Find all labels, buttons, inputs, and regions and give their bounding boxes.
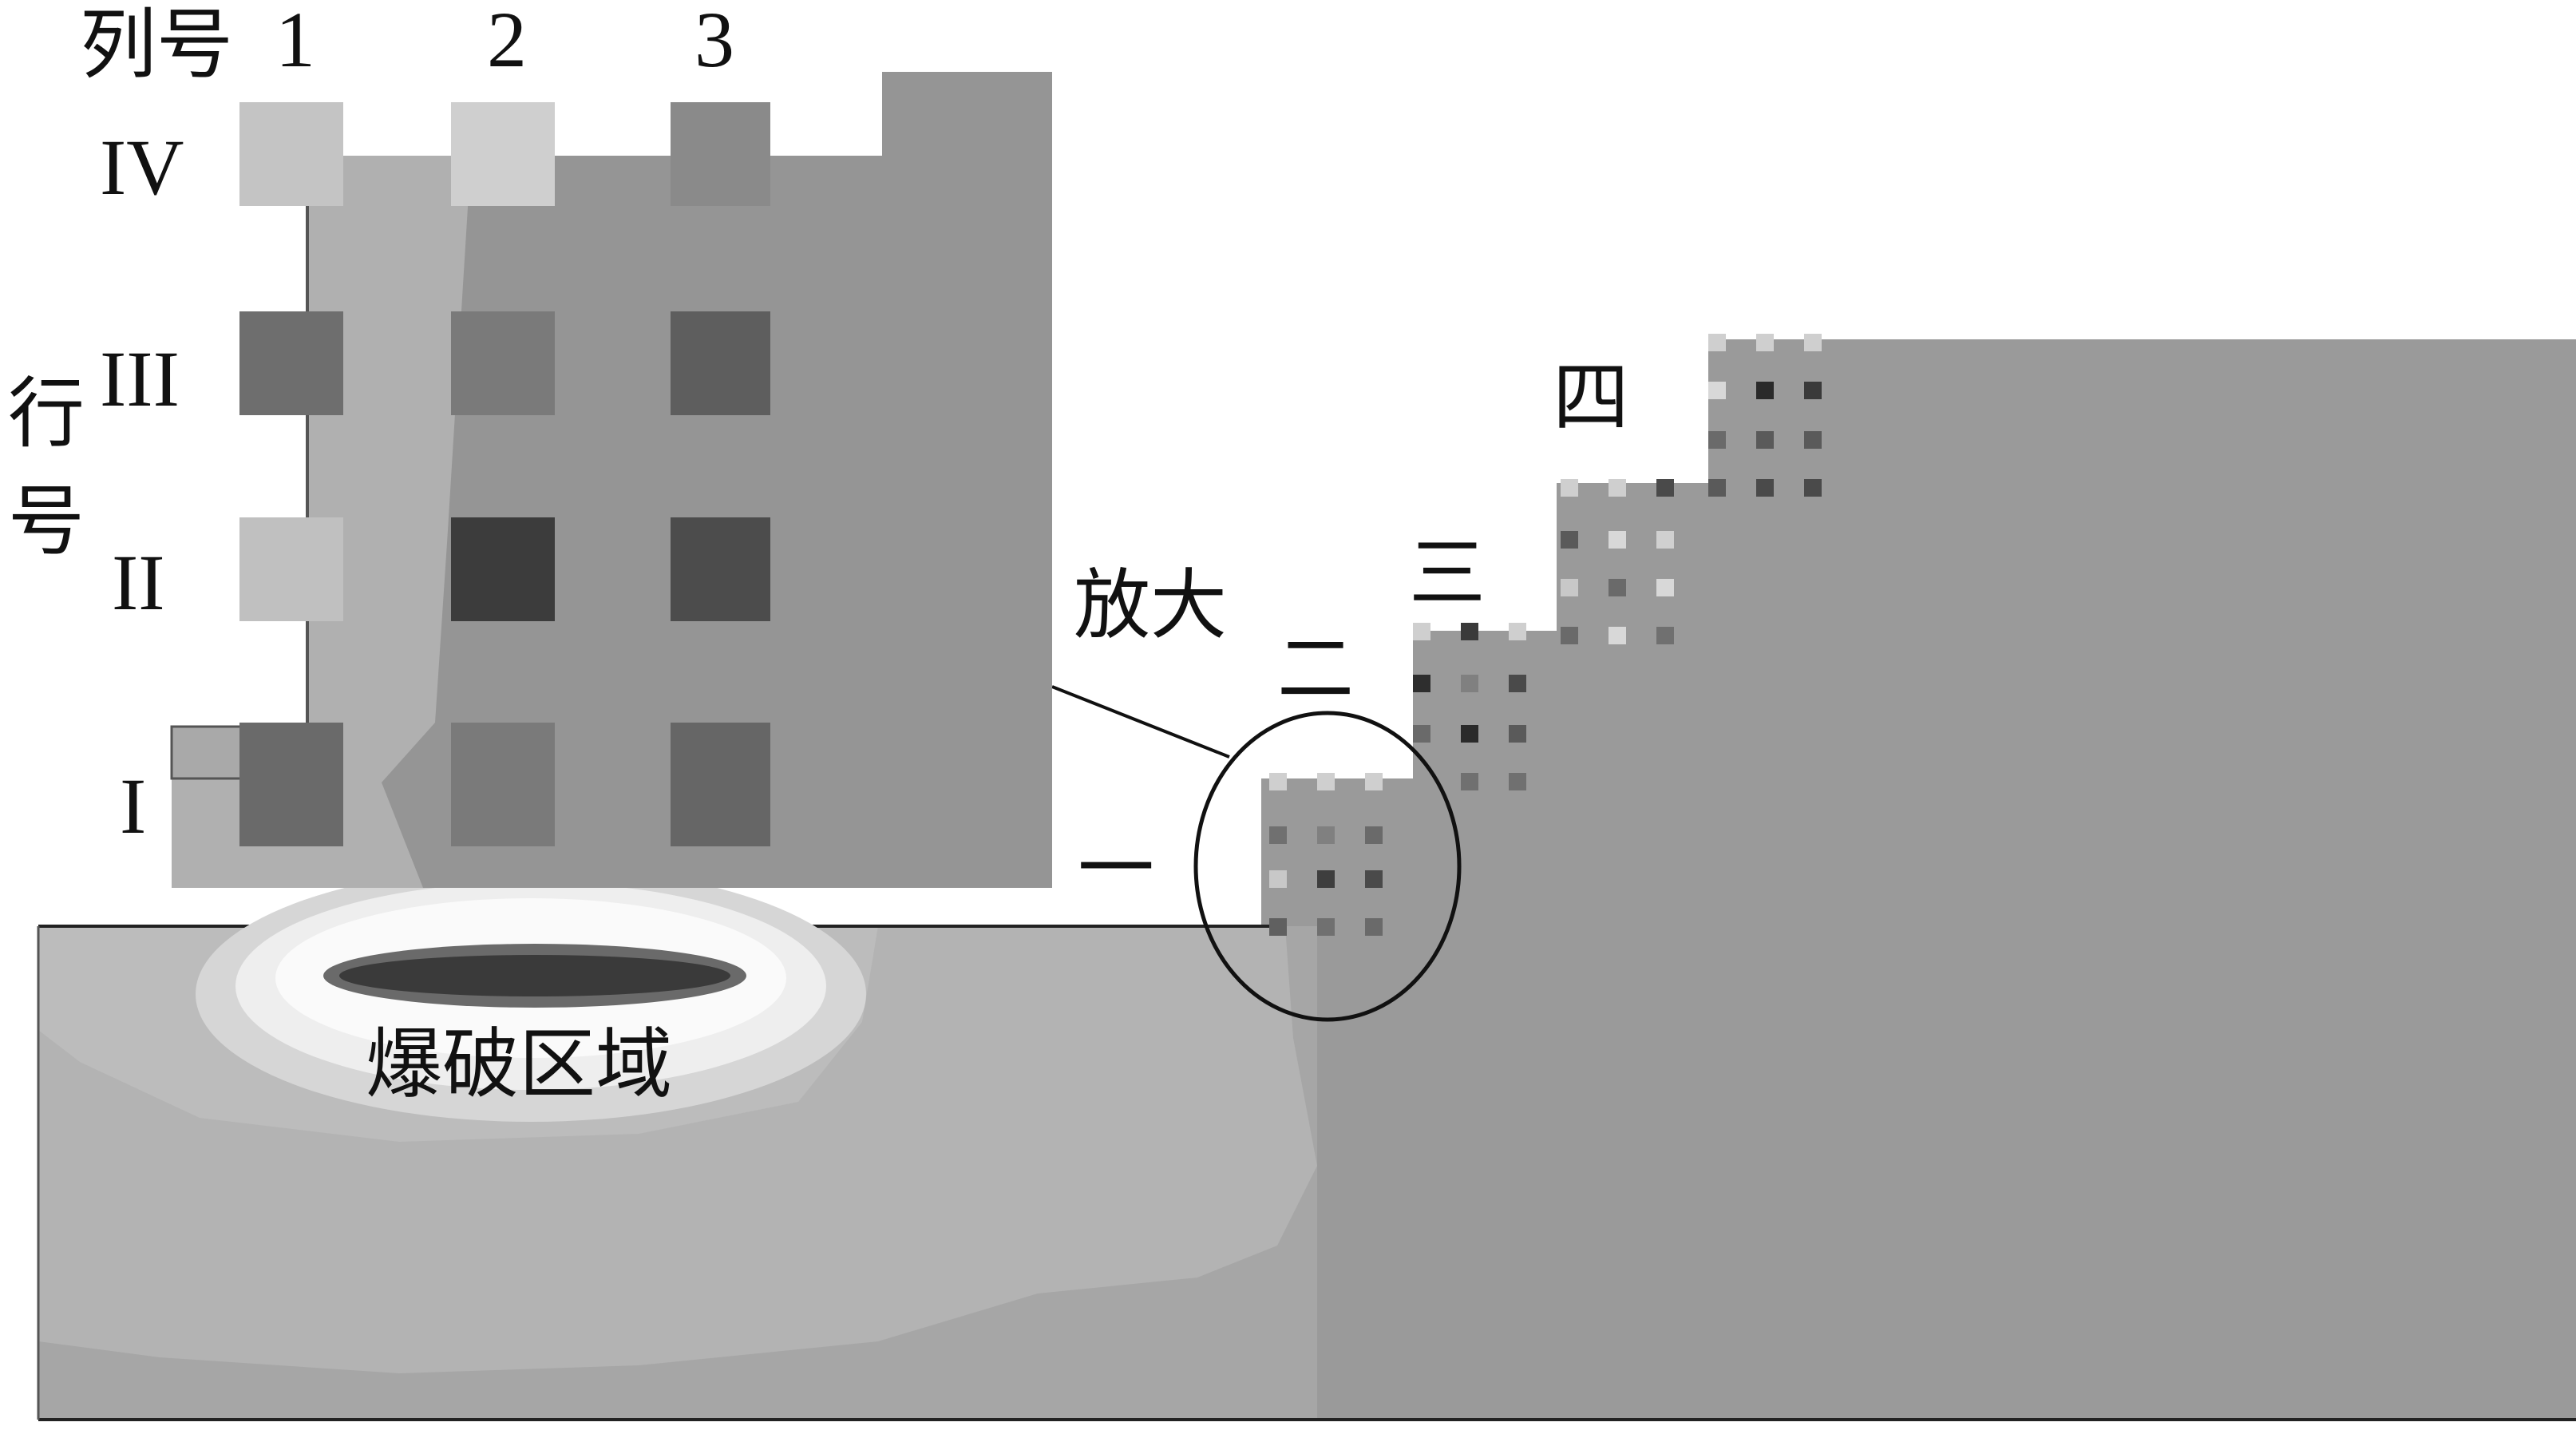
sensor [1317,773,1335,790]
cube-r3-c3 [671,311,770,415]
sensor [1656,479,1674,497]
cube-r2-c1 [239,517,343,621]
sensor [1461,725,1478,743]
sensor [1317,870,1335,888]
column-number-1: 1 [275,0,315,80]
sensor [1756,479,1774,497]
sensor [1461,675,1478,692]
sensor [1461,623,1478,640]
sensor [1413,725,1430,743]
row-header-char-1: 行 [8,375,85,452]
blast-charge-inner [339,955,730,996]
cube-r3-c1 [239,311,343,415]
sensor [1656,627,1674,644]
sensor [1609,627,1626,644]
cube-r1-c1 [239,723,343,846]
sensor [1269,918,1287,936]
sensor [1756,382,1774,399]
sensor [1317,826,1335,844]
sensor [1269,826,1287,844]
sensor [1804,479,1822,497]
step-label-3: 三 [1409,535,1486,612]
cube-r4-c3 [671,102,770,206]
sensor [1756,431,1774,449]
cube-r3-c2 [451,311,555,415]
step-label-4: 四 [1553,359,1629,436]
sensor [1413,623,1430,640]
blast-zone-label: 爆破区域 [366,1026,672,1103]
sensor [1413,675,1430,692]
sensor [1656,531,1674,549]
sensor [1561,579,1578,596]
sensor [1561,479,1578,497]
cube-r2-c2 [451,517,555,621]
step-label-2: 二 [1277,631,1354,707]
sensor [1461,773,1478,790]
sensor [1756,334,1774,351]
sensor [1269,870,1287,888]
sensor [1708,382,1726,399]
sensor [1509,623,1526,640]
cube-r4-c2 [451,102,555,206]
inset-panel [172,72,1052,888]
row-number-IV: IV [100,128,184,208]
row-number-I: I [120,767,146,846]
magnify-label: 放大 [1074,567,1227,644]
sensor [1609,479,1626,497]
sensor [1609,531,1626,549]
sensor [1509,725,1526,743]
sensor [1413,773,1430,790]
sensor [1708,431,1726,449]
sensor [1365,826,1383,844]
sensor [1317,918,1335,936]
row-number-III: III [100,339,180,419]
cube-r1-c2 [451,723,555,846]
cube-r4-c1 [239,102,343,206]
sensor [1269,773,1287,790]
row-number-II: II [112,543,165,623]
magnify-leader-line [1052,687,1229,757]
column-header-label: 列号 [80,6,233,83]
sensor [1561,627,1578,644]
cube-r2-c3 [671,517,770,621]
step-label-1: 一 [1078,830,1154,907]
sensor [1509,773,1526,790]
sensor [1365,870,1383,888]
sensor [1561,531,1578,549]
sensor [1708,334,1726,351]
sensor [1365,918,1383,936]
sensor [1609,579,1626,596]
sensor [1656,579,1674,596]
sensor [1708,479,1726,497]
sensor [1365,773,1383,790]
sensor [1804,382,1822,399]
column-number-2: 2 [487,0,527,80]
sensor [1804,334,1822,351]
cube-r1-c3 [671,723,770,846]
sensor [1804,431,1822,449]
column-number-3: 3 [694,0,734,80]
sensor [1509,675,1526,692]
row-header-char-2: 号 [8,483,85,560]
